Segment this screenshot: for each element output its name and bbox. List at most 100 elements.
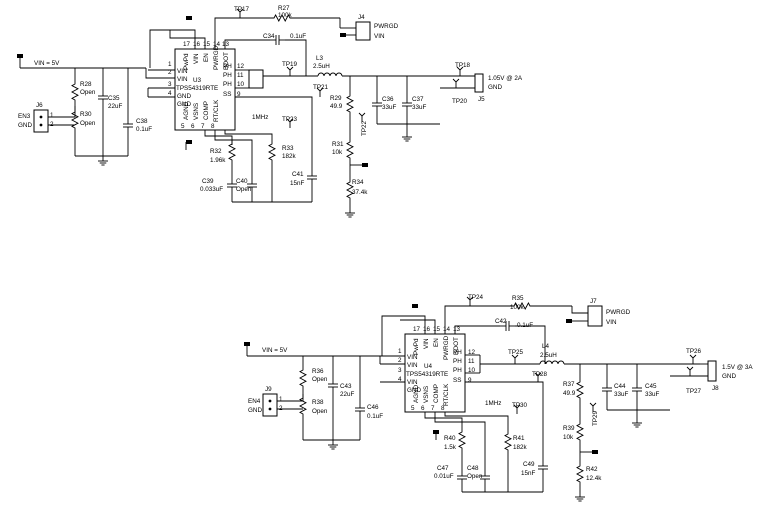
tp21-label: TP21: [313, 84, 329, 91]
pin-number: 1: [279, 396, 283, 403]
j8-ref: J8: [712, 385, 719, 392]
connector-j7: [587, 305, 603, 327]
c43-val: 22uF: [340, 391, 355, 398]
connector-j6: [33, 109, 49, 133]
r42-val: 12.4k: [586, 475, 602, 482]
r30-val: Open: [80, 120, 96, 127]
tp18-label: TP18: [455, 62, 471, 69]
pin-name: EN: [433, 338, 440, 347]
c48-ref: C48: [467, 465, 479, 472]
pin-number: 7: [201, 123, 205, 130]
tp23-label: TP23: [282, 116, 298, 123]
r40-ref: R40: [444, 435, 456, 442]
pin-name: GND: [177, 93, 191, 100]
j7-ref: J7: [590, 298, 597, 305]
pin-number: 6: [421, 405, 425, 412]
r39-ref: R39: [563, 425, 575, 432]
vin-label: VIN = 5V: [34, 60, 60, 67]
connector-j5: [474, 73, 484, 93]
pin-name: PH: [223, 72, 232, 79]
pin-name: VSNS: [423, 386, 430, 403]
pin-name: PwPd: [413, 338, 420, 355]
pin-number: 3: [168, 81, 172, 88]
pin-number: 5: [411, 405, 415, 412]
pin-number: 16: [193, 41, 201, 48]
r27-val: 100k: [278, 12, 293, 19]
en4-label: EN4: [248, 398, 261, 405]
pin-number: 15: [203, 41, 211, 48]
pin-name: PH: [453, 358, 462, 365]
gnd-label: GND: [248, 407, 262, 414]
c47-ref: C47: [437, 465, 449, 472]
r35-val: 100k: [510, 304, 525, 311]
r35-ref: R35: [512, 295, 524, 302]
c44-ref: C44: [614, 383, 626, 390]
freq-label: 1MHz: [485, 400, 501, 407]
r28-val: Open: [80, 89, 96, 96]
pin-number: 2: [50, 121, 54, 128]
pin-name: PWRGD: [213, 45, 220, 70]
r28-ref: R28: [80, 81, 92, 88]
connector-j9: [262, 393, 278, 417]
pin-name: PwPd: [183, 53, 190, 70]
pin-name: VIN: [193, 53, 200, 64]
pin-number: 2: [168, 69, 172, 76]
pin-number: 12: [468, 349, 476, 356]
pin-name: GND: [407, 387, 421, 394]
pin-number: 14: [213, 41, 221, 48]
pin-name: VIN: [177, 68, 188, 75]
r30-ref: R30: [80, 111, 92, 118]
pin-number: 1: [50, 112, 54, 119]
vin-label: VIN: [606, 319, 617, 326]
tp24-label: TP24: [468, 294, 484, 301]
r32-val: 1.96k: [210, 157, 226, 164]
ic-u4: [404, 333, 466, 413]
pin-name: VIN: [407, 354, 418, 361]
u3-part: TPS54319RTE: [176, 85, 218, 92]
tp17-label: TP17: [234, 6, 250, 13]
c47-val: 0.01uF: [434, 473, 454, 480]
pin-number: 9: [237, 91, 241, 98]
vin-label: VIN: [374, 33, 385, 40]
pin-name: VSNS: [193, 103, 200, 120]
tp25-label: TP25: [508, 349, 524, 356]
pin-number: 10: [237, 81, 245, 88]
pin-name: PH: [223, 63, 232, 70]
r36-val: Open: [312, 376, 328, 383]
c49-ref: C49: [523, 461, 535, 468]
pin-number: 10: [468, 367, 476, 374]
out-gnd: GND: [488, 84, 502, 91]
c39-val: 0.033uF: [200, 186, 223, 193]
c36-ref: C36: [382, 96, 394, 103]
l4-ref: L4: [542, 343, 550, 350]
r40-val: 1.5k: [444, 444, 457, 451]
r29-ref: R29: [330, 95, 342, 102]
pin-name: EN: [203, 53, 210, 62]
pin-name: SS: [223, 91, 231, 98]
pin-name: PWRGD: [443, 335, 450, 360]
pin-number: 8: [211, 123, 215, 130]
out-label: 1.5V @ 3A: [722, 364, 753, 371]
r29-val: 49.9: [330, 103, 343, 110]
c38-ref: C38: [136, 118, 148, 125]
r36-ref: R36: [312, 368, 324, 375]
c36-val: 33uF: [382, 104, 397, 111]
r41-ref: R41: [513, 435, 525, 442]
tp22-label: TP22: [361, 120, 368, 136]
r34-val: 37.4k: [352, 189, 368, 196]
r39-val: 10k: [563, 434, 574, 441]
pin-number: 4: [168, 90, 172, 97]
u3-ref: U3: [193, 77, 202, 84]
c40-val: Open: [236, 186, 252, 193]
out-gnd: GND: [722, 373, 736, 380]
pin-number: 1: [168, 61, 172, 68]
r42-ref: R42: [586, 466, 598, 473]
c41-val: 15nF: [290, 180, 305, 187]
c35-val: 22uF: [108, 103, 123, 110]
c42-val: 0.1uF: [517, 322, 533, 329]
l3-val: 2.5uH: [313, 63, 330, 70]
c34-ref: C34: [263, 33, 275, 40]
r27-ref: R27: [278, 5, 290, 12]
l3-ref: L3: [316, 55, 324, 62]
pin-number: 14: [443, 326, 451, 333]
